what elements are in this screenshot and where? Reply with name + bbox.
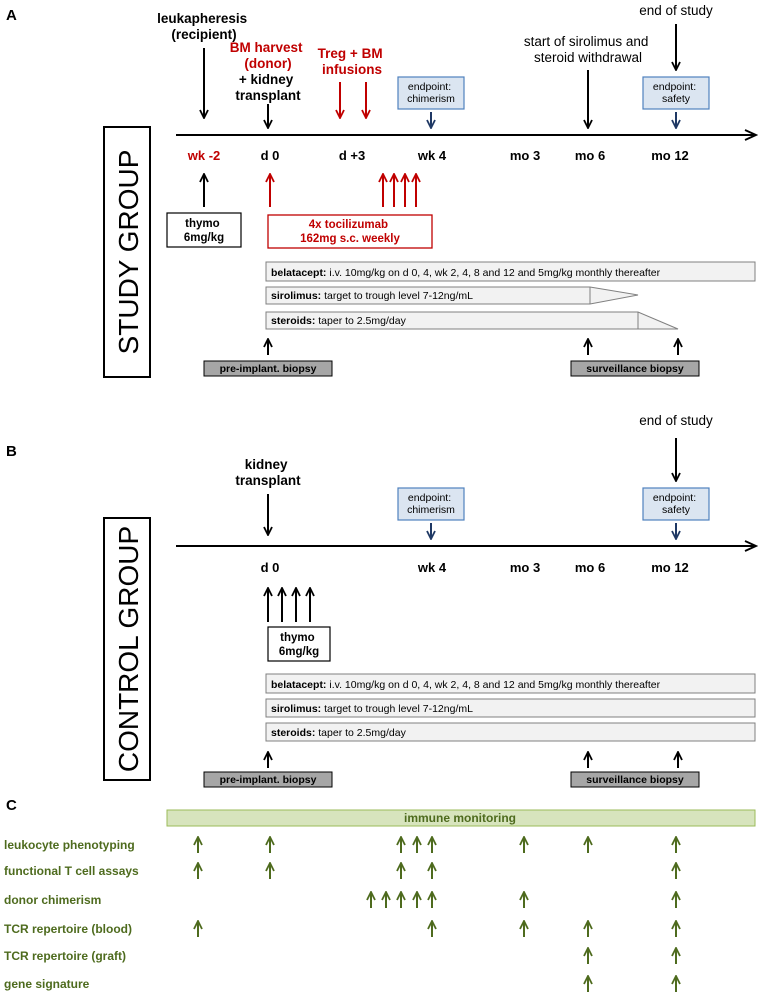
timepoint-label: mo 3 xyxy=(510,148,540,163)
thymo-text: thymo 6mg/kg xyxy=(279,632,319,658)
pre-implant-biopsy-bar xyxy=(203,771,333,788)
belatacept-text: belatacept: i.v. 10mg/kg on d 0, 4, wk 2… xyxy=(271,267,661,279)
end-of-study-label: end of study xyxy=(639,3,713,18)
timepoint-label: wk 4 xyxy=(417,148,447,163)
steroids-text: steroids: taper to 2.5mg/day xyxy=(271,727,407,739)
timepoint-label: d 0 xyxy=(261,148,280,163)
monitoring-row-labels: leukocyte phenotyping functional T cell … xyxy=(4,838,139,991)
bm-harvest-label: BM harvest (donor) xyxy=(230,40,307,71)
sirolimus-text: sirolimus: target to trough level 7-12ng… xyxy=(271,290,473,302)
treg-bm-label: Treg + BM infusions xyxy=(318,46,387,77)
endpoint-chimerism-text: endpoint: chimerism xyxy=(407,81,455,105)
timepoint-label: wk -2 xyxy=(187,148,221,163)
pre-implant-biopsy-label: pre-implant. biopsy xyxy=(220,363,317,375)
sirolimus-start-label: start of sirolimus and steroid withdrawa… xyxy=(524,34,652,65)
leukapheresis-label: leukapheresis (recipient) xyxy=(157,11,251,42)
endpoint-chimerism-text: endpoint: chimerism xyxy=(407,492,455,516)
monitoring-row-label: TCR repertoire (blood) xyxy=(4,922,132,936)
monitoring-row-label: TCR repertoire (graft) xyxy=(4,949,126,963)
surveillance-biopsy-label: surveillance biopsy xyxy=(586,363,684,375)
pre-implant-biopsy-bar xyxy=(203,360,333,377)
monitoring-row-label: functional T cell assays xyxy=(4,864,139,878)
endpoint-safety-box xyxy=(642,76,710,110)
timepoint-label: wk 4 xyxy=(417,560,447,575)
study-group-box xyxy=(103,126,151,378)
sirolimus-bar xyxy=(265,286,639,305)
endpoint-chimerism-box xyxy=(397,76,465,110)
belatacept-bar xyxy=(265,673,756,694)
timepoint-label: mo 6 xyxy=(575,560,605,575)
panel-c-letter: C xyxy=(6,797,17,814)
immune-monitoring-label: immune monitoring xyxy=(404,811,516,825)
end-of-study-label: end of study xyxy=(639,413,713,428)
timepoint-label: mo 12 xyxy=(651,560,689,575)
timepoint-labels: wk -2 d 0 d +3 wk 4 mo 3 mo 6 mo 12 xyxy=(187,148,689,163)
control-group-label: CONTROL GROUP xyxy=(113,526,144,772)
surveillance-biopsy-label: surveillance biopsy xyxy=(586,774,684,786)
thymo-box xyxy=(166,212,242,248)
steroids-bar xyxy=(265,722,756,742)
timepoint-label: mo 3 xyxy=(510,560,540,575)
steroids-bar xyxy=(265,311,679,330)
monitoring-arrows xyxy=(198,837,676,992)
endpoint-safety-box xyxy=(642,487,710,521)
tocilizumab-box xyxy=(267,214,433,249)
panel-a-letter: A xyxy=(6,7,17,24)
kidney-transplant-label: + kidney transplant xyxy=(235,72,301,103)
timepoint-labels: d 0 wk 4 mo 3 mo 6 mo 12 xyxy=(261,560,689,575)
control-group-box xyxy=(103,517,151,781)
timepoint-label: d +3 xyxy=(339,148,365,163)
surveillance-biopsy-bar xyxy=(570,360,700,377)
pre-implant-biopsy-label: pre-implant. biopsy xyxy=(220,774,317,786)
surveillance-biopsy-bar xyxy=(570,771,700,788)
monitoring-row-label: leukocyte phenotyping xyxy=(4,838,135,852)
sirolimus-text: sirolimus: target to trough level 7-12ng… xyxy=(271,703,473,715)
thymo-text: thymo 6mg/kg xyxy=(184,218,224,244)
endpoint-chimerism-box xyxy=(397,487,465,521)
belatacept-bar xyxy=(265,261,756,282)
panel-b-letter: B xyxy=(6,443,17,460)
timepoint-label: d 0 xyxy=(261,560,280,575)
tocilizumab-text: 4x tocilizumab 162mg s.c. weekly xyxy=(300,219,400,245)
monitoring-row-label: gene signature xyxy=(4,977,90,991)
study-group-label: STUDY GROUP xyxy=(113,150,144,355)
monitoring-row-label: donor chimerism xyxy=(4,893,101,907)
timepoint-label: mo 12 xyxy=(651,148,689,163)
belatacept-text: belatacept: i.v. 10mg/kg on d 0, 4, wk 2… xyxy=(271,679,661,691)
sirolimus-bar xyxy=(265,698,756,718)
endpoint-safety-text: endpoint: safety xyxy=(653,81,699,105)
endpoint-safety-text: endpoint: safety xyxy=(653,492,699,516)
timepoint-label: mo 6 xyxy=(575,148,605,163)
steroids-text: steroids: taper to 2.5mg/day xyxy=(271,315,407,327)
immune-monitoring-banner xyxy=(166,809,756,827)
thymo-box xyxy=(267,626,331,662)
kidney-transplant-label: kidney transplant xyxy=(235,457,301,488)
